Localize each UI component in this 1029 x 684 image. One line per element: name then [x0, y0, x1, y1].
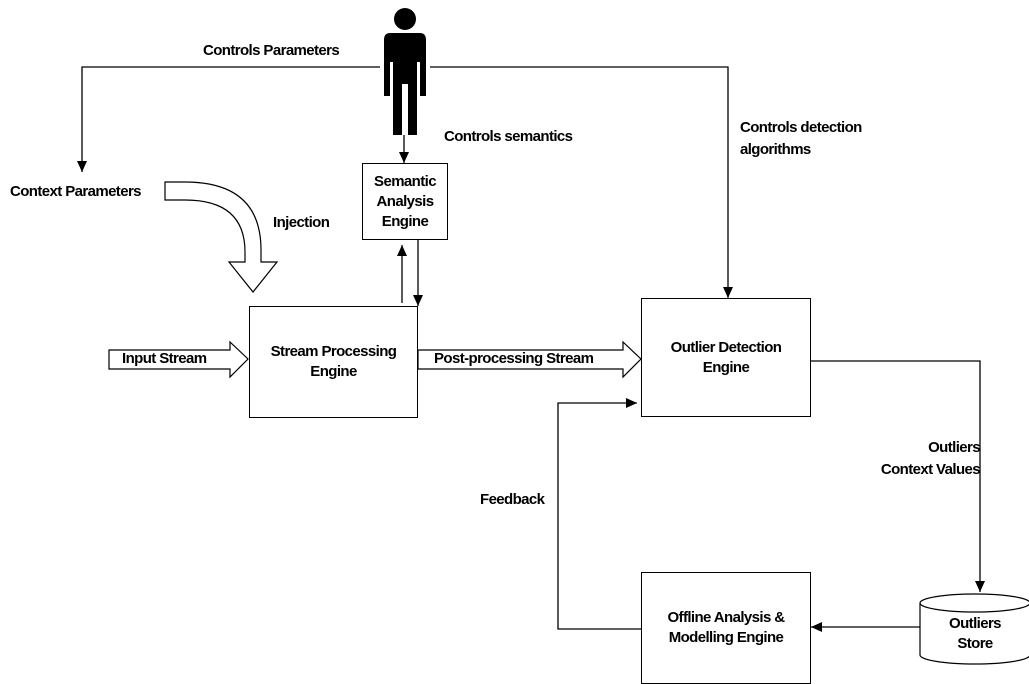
outliers-context-line1: Outliers [928, 439, 980, 456]
outlier-engine-line2: Engine [702, 358, 750, 376]
controls-parameters-arrow [77, 66, 380, 172]
injection-arrow [164, 181, 279, 293]
outlier-engine-line1: Outlier Detection [670, 338, 782, 356]
outlier-detection-engine-box: Outlier Detection Engine [641, 298, 811, 417]
controls-parameters-label: Controls Parameters [203, 42, 340, 59]
feedback-arrow [557, 398, 641, 630]
stream-processing-engine-box: Stream Processing Engine [249, 306, 418, 418]
controls-semantics-label: Controls semantics [444, 128, 573, 145]
post-processing-arrow [417, 340, 642, 379]
offline-engine-line2: Modelling Engine [668, 629, 784, 646]
outliers-to-store-arrow [811, 360, 985, 592]
outliers-context-line2: Context Values [880, 461, 981, 478]
input-stream-arrow [108, 340, 249, 379]
semantic-engine-line3: Engine [381, 212, 429, 230]
stream-engine-line2: Engine [310, 363, 357, 380]
outliers-store-line1: Outliers [949, 615, 1001, 632]
context-parameters-label: Context Parameters [10, 183, 142, 200]
stream-engine-line1: Stream Processing [270, 343, 397, 360]
outliers-context-label: Outliers Context Values [830, 437, 981, 481]
offline-analysis-engine-box: Offline Analysis & Modelling Engine [641, 572, 811, 684]
database-cylinder-icon [919, 593, 1029, 665]
controls-detection-arrow [430, 66, 733, 298]
semantic-analysis-engine-box: Semantic Analysis Engine [362, 163, 448, 240]
semantic-engine-line2: Analysis [376, 192, 435, 210]
offline-engine-line1: Offline Analysis & [667, 609, 785, 626]
outliers-store-label: Outliers Store [930, 614, 1020, 654]
semantic-engine-line1: Semantic [374, 172, 437, 190]
input-stream-label: Input Stream [122, 350, 207, 367]
feedback-label: Feedback [480, 491, 545, 508]
controls-detection-label: Controls detection algorithms [740, 117, 862, 161]
controls-detection-line2: algorithms [740, 141, 811, 158]
outliers-store-line2: Store [957, 635, 993, 652]
controls-detection-line1: Controls detection [740, 119, 862, 136]
injection-label: Injection [273, 214, 330, 231]
person-icon [384, 8, 426, 135]
post-processing-stream-label: Post-processing Stream [434, 350, 594, 367]
